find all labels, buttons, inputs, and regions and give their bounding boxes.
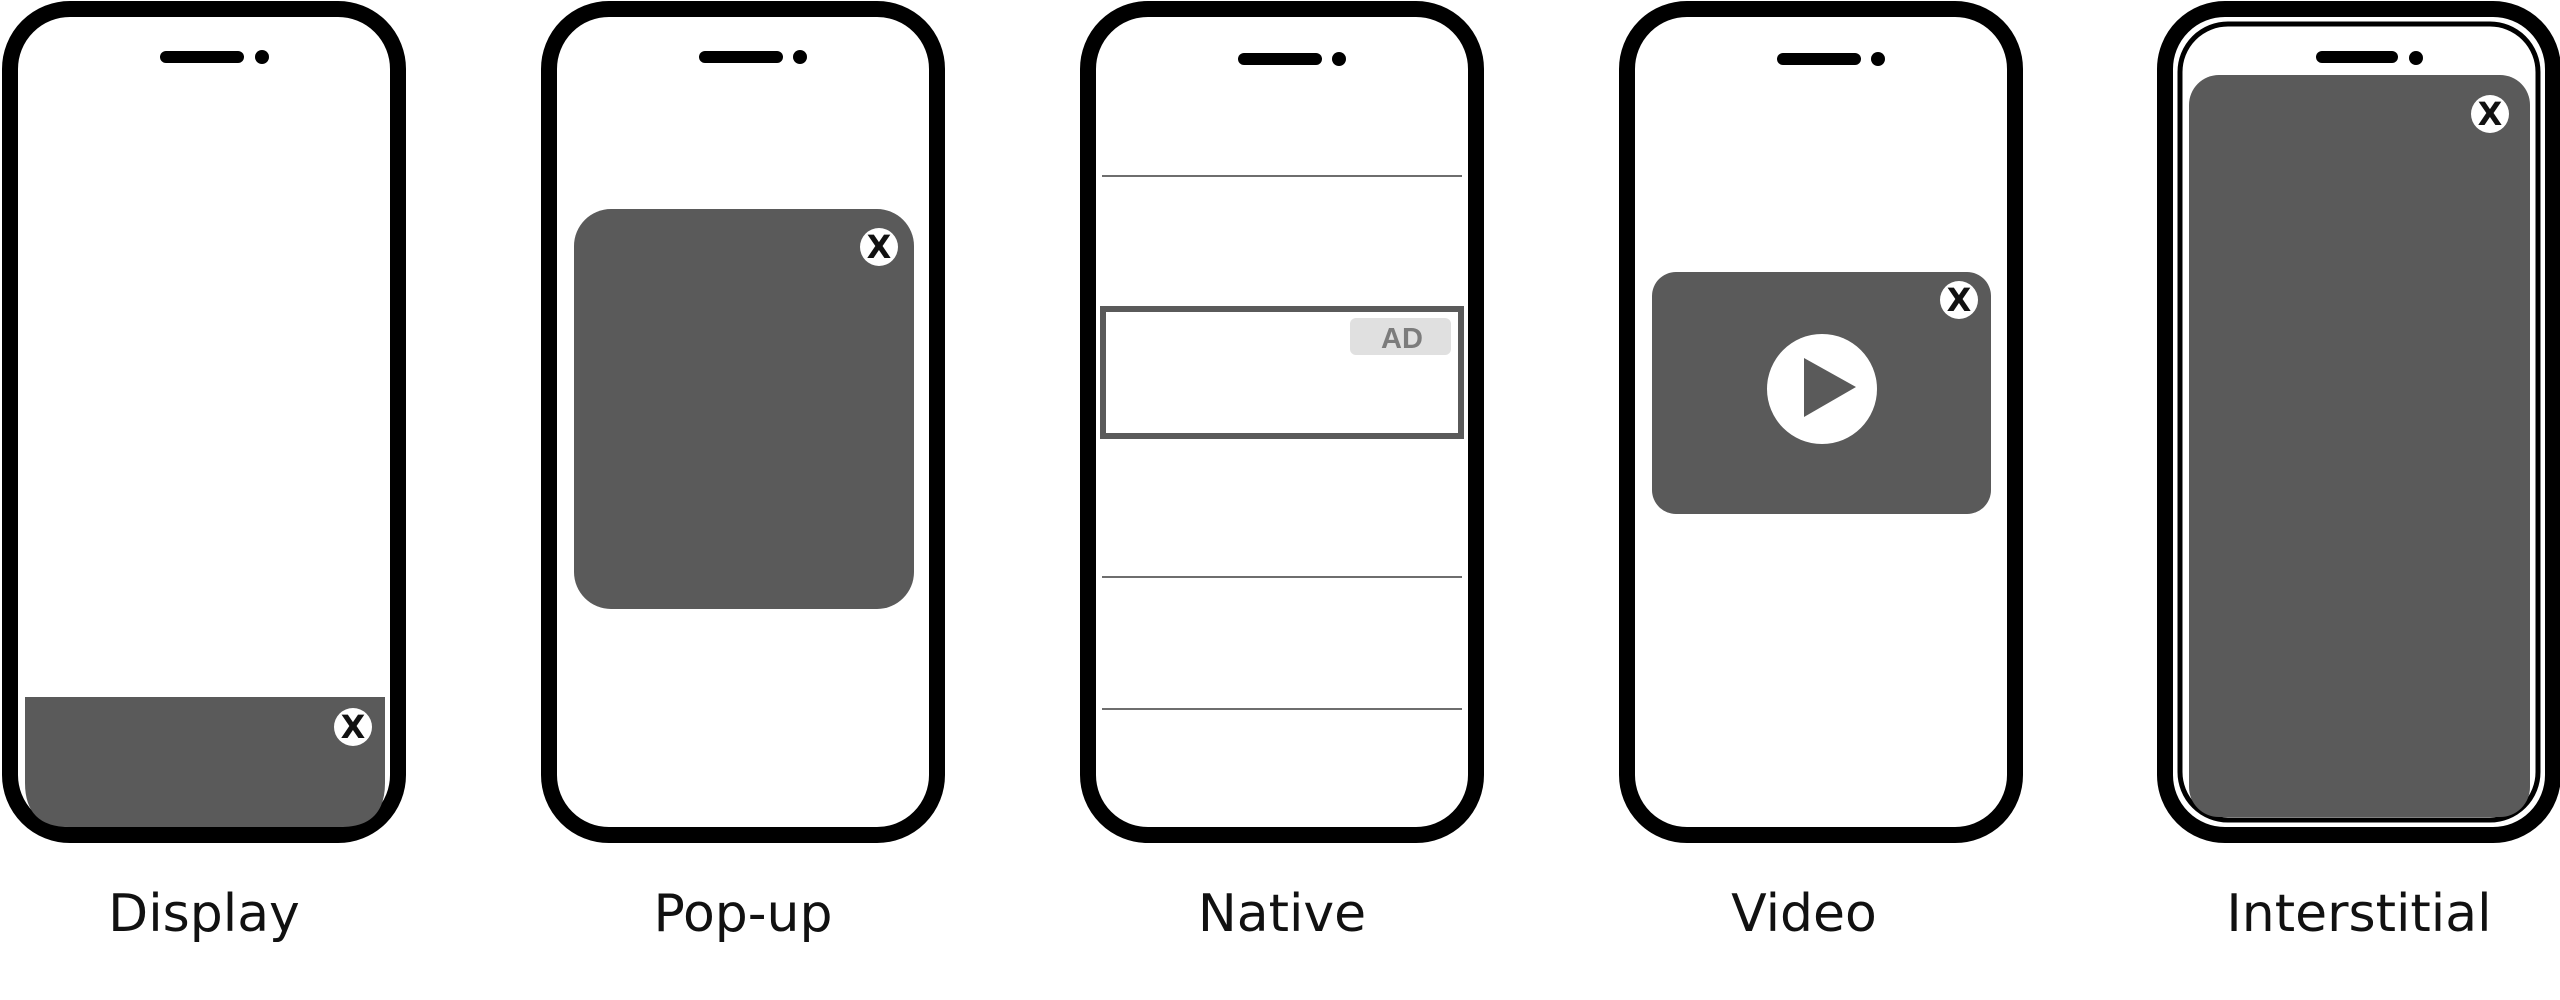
close-icon-label: X xyxy=(867,228,892,266)
close-icon[interactable] xyxy=(1940,281,1978,319)
caption-video: Video xyxy=(1731,884,1877,944)
caption-popup: Pop-up xyxy=(653,884,833,944)
camera-dot xyxy=(1871,52,1885,66)
close-button[interactable]: X xyxy=(2471,95,2509,133)
phone-popup: X xyxy=(541,1,945,843)
close-button[interactable]: X xyxy=(1940,281,1978,319)
inner-bezel xyxy=(2177,21,2541,823)
play-button[interactable] xyxy=(1767,334,1877,444)
close-button[interactable]: X xyxy=(334,708,372,746)
caption-interstitial: Interstitial xyxy=(2226,884,2492,944)
camera-dot xyxy=(2409,51,2423,65)
caption-native: Native xyxy=(1197,884,1367,944)
ad-badge-label: AD xyxy=(1381,323,1423,355)
ad-badge xyxy=(1350,318,1451,355)
play-icon xyxy=(1804,358,1856,417)
close-icon[interactable] xyxy=(860,228,898,266)
camera-dot xyxy=(793,50,807,64)
phone-interstitial: X xyxy=(2157,1,2560,843)
phone-video: X xyxy=(1619,1,2023,843)
phone-frame xyxy=(2,1,406,843)
caption-display: Display xyxy=(108,884,300,944)
popup-ad[interactable] xyxy=(574,209,914,609)
camera-dot xyxy=(1332,52,1346,66)
phone-display: X xyxy=(2,1,406,843)
close-button[interactable]: X xyxy=(860,228,898,266)
close-icon-label: X xyxy=(2478,95,2503,133)
interstitial-ad[interactable] xyxy=(2189,75,2530,817)
close-icon[interactable] xyxy=(2471,95,2509,133)
close-icon[interactable] xyxy=(334,708,372,746)
camera-dot xyxy=(255,50,269,64)
display-banner-ad[interactable] xyxy=(25,697,385,827)
close-icon-label: X xyxy=(1947,281,1972,319)
phone-native: AD xyxy=(1080,1,1484,843)
close-icon-label: X xyxy=(341,708,366,746)
